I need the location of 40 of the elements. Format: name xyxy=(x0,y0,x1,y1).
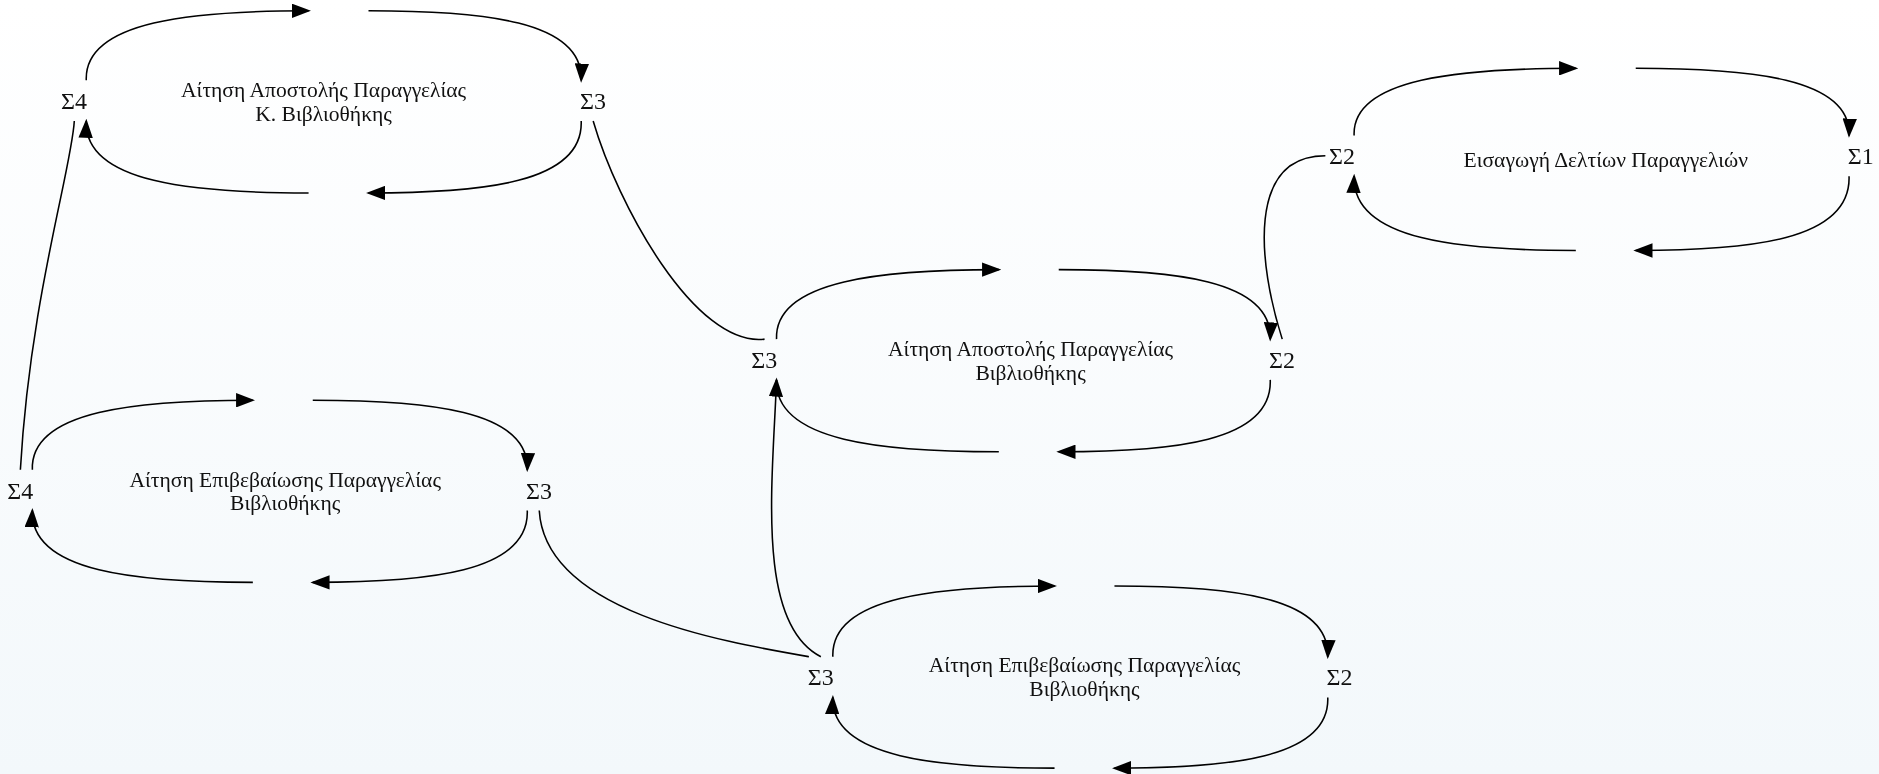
arrow xyxy=(1113,585,1334,660)
state-label: Σ2 xyxy=(1322,656,1357,698)
connector-line xyxy=(770,379,822,658)
arrow xyxy=(31,393,256,471)
state-label: Σ2 xyxy=(1325,135,1359,177)
connector-line xyxy=(1263,155,1327,340)
arrow xyxy=(1056,379,1271,459)
arrow xyxy=(27,508,254,584)
state-label: Σ2 xyxy=(1265,339,1299,380)
state-label: Σ1 xyxy=(1844,135,1878,177)
arrow xyxy=(771,377,1000,453)
arrow xyxy=(85,3,311,82)
state-label: Σ3 xyxy=(576,80,610,122)
arrow xyxy=(310,509,529,590)
arrow xyxy=(775,262,1002,340)
arrow xyxy=(1353,61,1579,137)
arrow xyxy=(1112,696,1329,774)
state-label: Σ3 xyxy=(804,656,838,698)
arrow xyxy=(1348,173,1577,252)
arrow xyxy=(1634,67,1855,138)
arrow xyxy=(312,399,533,473)
connector-line xyxy=(19,120,76,471)
state-label: Σ3 xyxy=(747,339,781,380)
process-label: Αίτηση Αποστολής Παραγγελίας Κ. Βιβλιοθήκης xyxy=(173,77,474,126)
arrow xyxy=(1057,268,1276,342)
connector-line xyxy=(538,509,810,658)
connector-line xyxy=(592,120,766,340)
process-label: Αίτηση Επιβεβαίωσης Παραγγελίας Βιβλιοθήκης xyxy=(916,653,1253,702)
state-label: Σ4 xyxy=(57,80,91,122)
arrow xyxy=(832,578,1057,658)
state-label: Σ4 xyxy=(3,469,37,511)
arrow xyxy=(827,695,1056,769)
arrow xyxy=(366,120,582,200)
process-label: Αίτηση Αποστολής Παραγγελίας Βιβλιοθήκης xyxy=(874,336,1187,385)
process-label: Εισαγωγή Δελτίων Παραγγελιών xyxy=(1426,147,1786,172)
arrow xyxy=(1633,175,1850,258)
arrow xyxy=(81,118,310,194)
process-label: Αίτηση Επιβεβαίωσης Παραγγελίας Βιβλιοθήκης xyxy=(117,467,453,516)
state-label: Σ3 xyxy=(522,469,556,511)
arrow xyxy=(367,10,587,83)
